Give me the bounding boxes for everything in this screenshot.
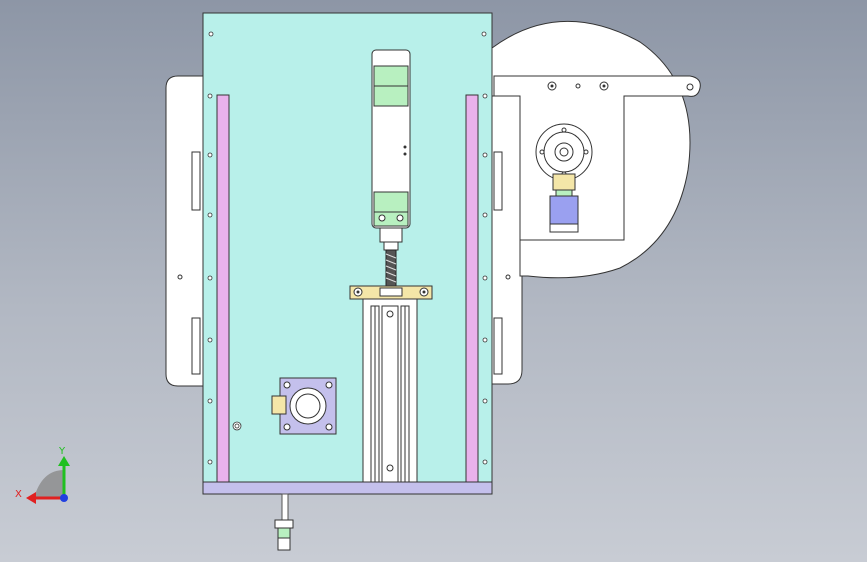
linear-motor: [371, 49, 411, 251]
clamp-bar: [349, 285, 433, 300]
proximity-sensor: [274, 493, 294, 551]
base-bar: [202, 481, 493, 495]
plate-holes: [207, 31, 488, 465]
triad-y-label: Y: [58, 446, 66, 457]
right-rail: [465, 94, 479, 484]
slide-cylinder: [362, 298, 418, 483]
left-rail: [216, 94, 230, 484]
rotary-cover: [491, 20, 701, 279]
mounting-bracket: [165, 75, 523, 387]
main-plate: [202, 12, 493, 484]
coordinate-triad: Y X: [15, 446, 70, 504]
lead-screw: [385, 249, 397, 287]
triad-origin-shade: [34, 470, 64, 498]
connector-block: [271, 377, 337, 435]
triad-x-label: X: [15, 489, 22, 500]
